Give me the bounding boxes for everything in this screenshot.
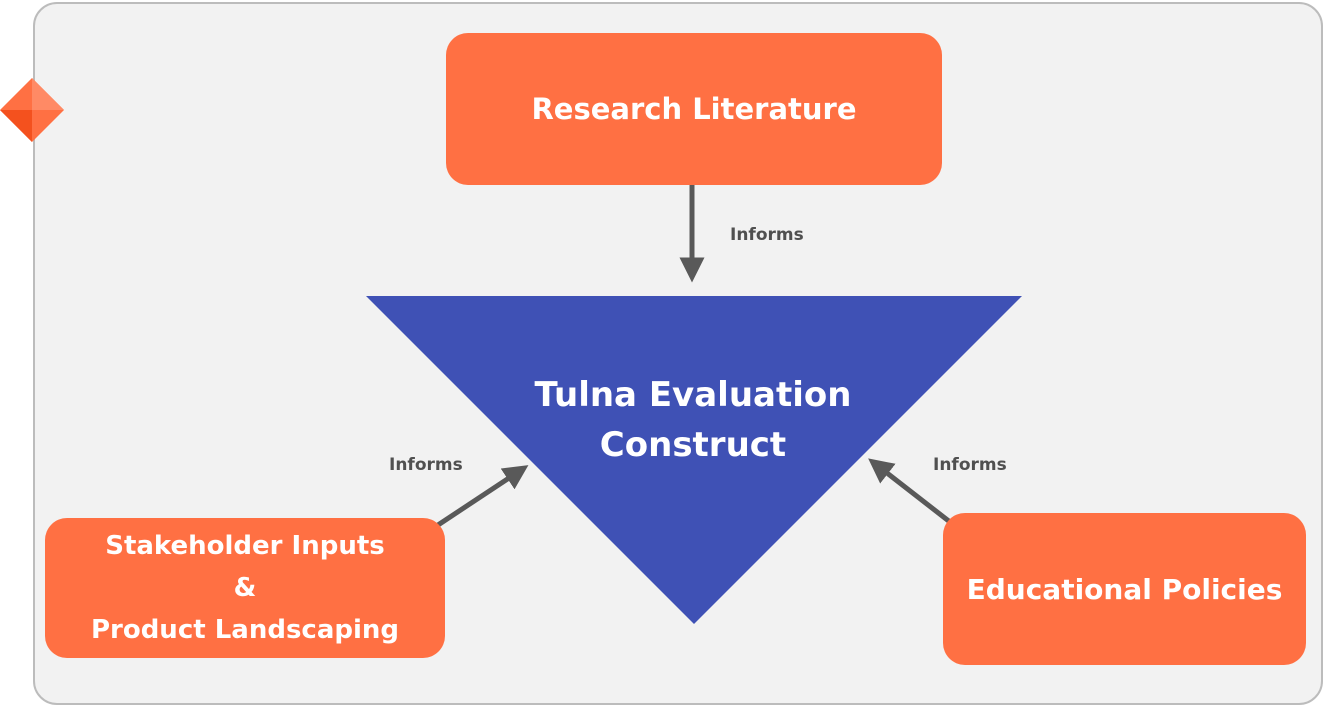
arrow-left [436, 465, 529, 528]
stakeholder-inputs-node: Stakeholder Inputs & Product Landscaping [45, 518, 445, 658]
edge-label-left: Informs [389, 455, 463, 475]
arrow-right [868, 458, 952, 524]
orange-diamond-icon [0, 78, 64, 142]
educational-policies-node: Educational Policies [943, 513, 1306, 665]
edge-label-top: Informs [730, 225, 804, 245]
center-title-line-2: Construct [599, 425, 787, 465]
center-triangle [366, 296, 1022, 624]
stakeholder-line-1: Stakeholder Inputs [105, 531, 385, 561]
edge-label-right: Informs [933, 455, 1007, 475]
center-title-line-1: Tulna Evaluation [534, 375, 852, 415]
research-literature-node: Research Literature [446, 33, 942, 185]
educational-policies-label: Educational Policies [966, 572, 1283, 606]
stakeholder-line-2: & [233, 573, 257, 603]
tulna-evaluation-construct-title: Tulna Evaluation Construct [493, 370, 893, 470]
stakeholder-line-3: Product Landscaping [90, 615, 400, 645]
research-literature-label: Research Literature [531, 92, 857, 126]
